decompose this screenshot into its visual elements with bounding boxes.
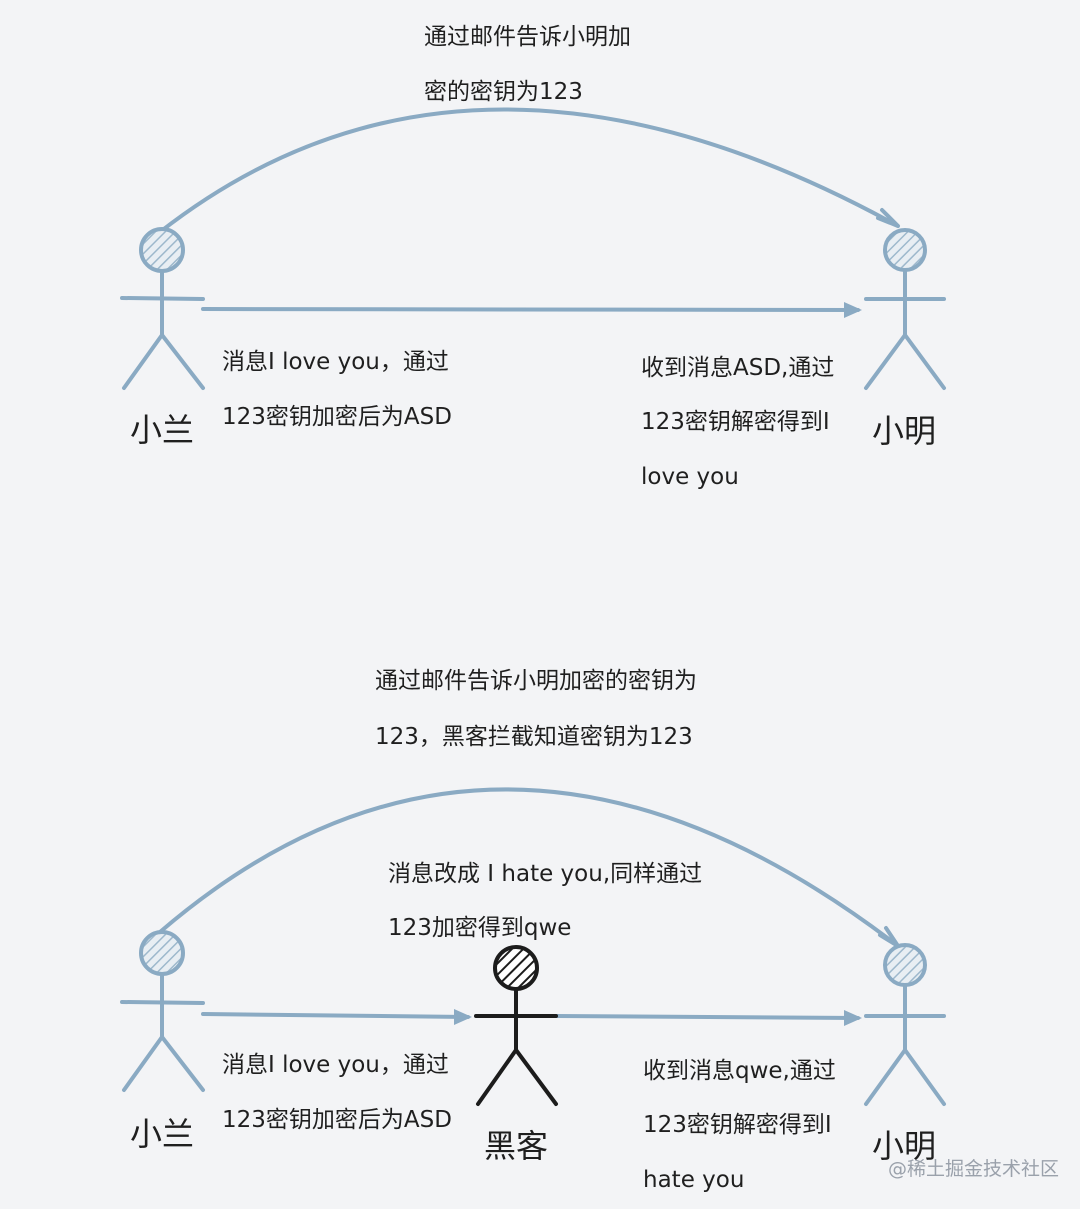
hacker-figure: [474, 945, 558, 1106]
top-arc-arrow: [158, 107, 900, 234]
bottom-right-note-line-1: 收到消息qwe,通过: [643, 1058, 836, 1084]
bottom-receiver-figure: [864, 943, 946, 1106]
top-right-note-line-3: love you: [641, 464, 739, 490]
top-mail-note-line-2: 密的密钥为123: [424, 79, 583, 105]
top-receiver-name: 小明: [872, 412, 937, 450]
bottom-sender-name: 小兰: [130, 1115, 195, 1153]
top-receiver-figure: [864, 228, 946, 390]
bottom-message-arrow-to-hacker: [201, 1009, 472, 1025]
bottom-receiver-name: 小明: [872, 1127, 937, 1165]
top-right-note-line-1: 收到消息ASD,通过: [641, 355, 835, 381]
top-sender-name: 小兰: [130, 411, 195, 449]
bottom-sender-figure: [120, 930, 205, 1092]
hacker-name: 黑客: [484, 1127, 549, 1165]
top-right-note-line-2: 123密钥解密得到I: [641, 409, 830, 435]
top-left-note-line-2: 123密钥加密后为ASD: [222, 404, 452, 430]
bottom-message-arrow-to-receiver: [554, 1010, 862, 1026]
watermark: @稀土掘金技术社区: [888, 1158, 1060, 1180]
bottom-mail-note-line-1: 通过邮件告诉小明加密的密钥为: [375, 668, 697, 694]
bottom-right-note-line-3: hate you: [643, 1167, 745, 1193]
bottom-right-note-line-2: 123密钥解密得到I: [643, 1112, 832, 1138]
bottom-left-note-line-1: 消息I love you，通过: [222, 1052, 449, 1078]
hacker-note-line-1: 消息改成 I hate you,同样通过: [388, 861, 703, 887]
bottom-left-note-line-2: 123密钥加密后为ASD: [222, 1107, 452, 1133]
top-sender-figure: [120, 227, 205, 390]
top-mail-note-line-1: 通过邮件告诉小明加: [424, 24, 631, 50]
hacker-note-line-2: 123加密得到qwe: [388, 915, 572, 941]
top-message-arrow: [201, 302, 862, 318]
bottom-mail-note-line-2: 123，黑客拦截知道密钥为123: [375, 724, 693, 750]
top-left-note-line-1: 消息I love you，通过: [222, 349, 449, 375]
